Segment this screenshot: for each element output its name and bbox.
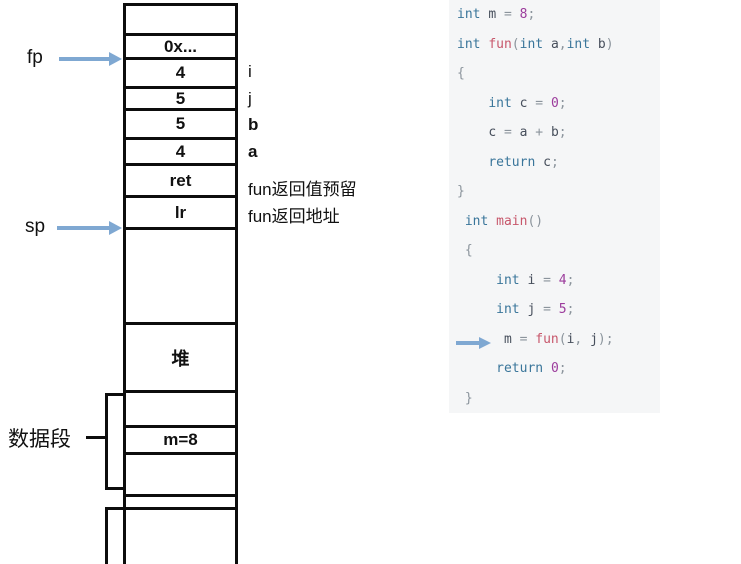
code-block: int m = 8; int fun(int a,int b) { int c = … — [449, 0, 660, 413]
lower-segment-brace — [105, 507, 108, 564]
stack-cell-6: ret — [126, 166, 235, 198]
code-line: { — [464, 243, 473, 258]
code-line: return 0; — [496, 361, 567, 376]
code-line: } — [464, 390, 473, 406]
cell-label-return-value: fun返回值预留 — [248, 180, 357, 199]
fp-arrowhead-icon — [109, 52, 122, 66]
code-line: } — [457, 184, 465, 199]
stack-cell-8 — [126, 230, 235, 325]
stack-cell-12 — [126, 455, 235, 497]
code-line: return c; — [488, 154, 559, 170]
stack-cell-14 — [126, 510, 235, 564]
sp-arrow-icon — [57, 226, 109, 230]
stack-cell-10 — [126, 393, 235, 428]
stack-cell-4: 5 — [126, 111, 235, 140]
fp-pointer-label: fp — [27, 47, 43, 68]
cell-label-j: j — [248, 89, 252, 108]
data-segment-label: 数据段 — [8, 428, 71, 451]
stack-cell-7: lr — [126, 198, 235, 230]
current-line-arrow-icon — [456, 341, 479, 345]
data-segment-brace-top — [105, 393, 124, 396]
cell-label-return-address: fun返回地址 — [248, 207, 340, 226]
stack-cell-2: 4 — [126, 60, 235, 89]
data-segment-brace-bottom — [105, 487, 124, 490]
stack-cell-11: m=8 — [126, 428, 235, 455]
code-line: int j = 5; — [496, 302, 575, 317]
current-line-arrowhead-icon — [479, 337, 491, 349]
stack-cell-0 — [126, 6, 235, 36]
cell-label-a: a — [248, 142, 258, 161]
code-line: int c = 0; — [488, 95, 567, 111]
lower-segment-brace-top — [105, 507, 124, 510]
data-segment-brace — [105, 393, 108, 490]
data-segment-tick — [86, 436, 106, 439]
stack-cell-3: 5 — [126, 89, 235, 111]
code-line: c = a + b; — [488, 125, 567, 140]
stack-cell-1: 0x... — [126, 36, 235, 60]
code-line: int i = 4; — [496, 272, 575, 288]
stack-cell-5: 4 — [126, 140, 235, 166]
code-line: int fun(int a,int b) — [457, 36, 614, 52]
fp-arrow-icon — [59, 57, 109, 61]
code-line: { — [457, 66, 465, 81]
stack-cell-13 — [126, 497, 235, 510]
sp-arrowhead-icon — [109, 221, 122, 235]
code-line: int m = 8; — [457, 7, 536, 22]
sp-pointer-label: sp — [25, 216, 46, 237]
code-line: int main() — [464, 213, 544, 229]
cell-label-i: i — [248, 62, 252, 81]
code-line: m = fun(i, j); — [503, 331, 614, 347]
cell-label-b: b — [248, 115, 259, 134]
stack-cell-9: 堆 — [126, 325, 235, 393]
